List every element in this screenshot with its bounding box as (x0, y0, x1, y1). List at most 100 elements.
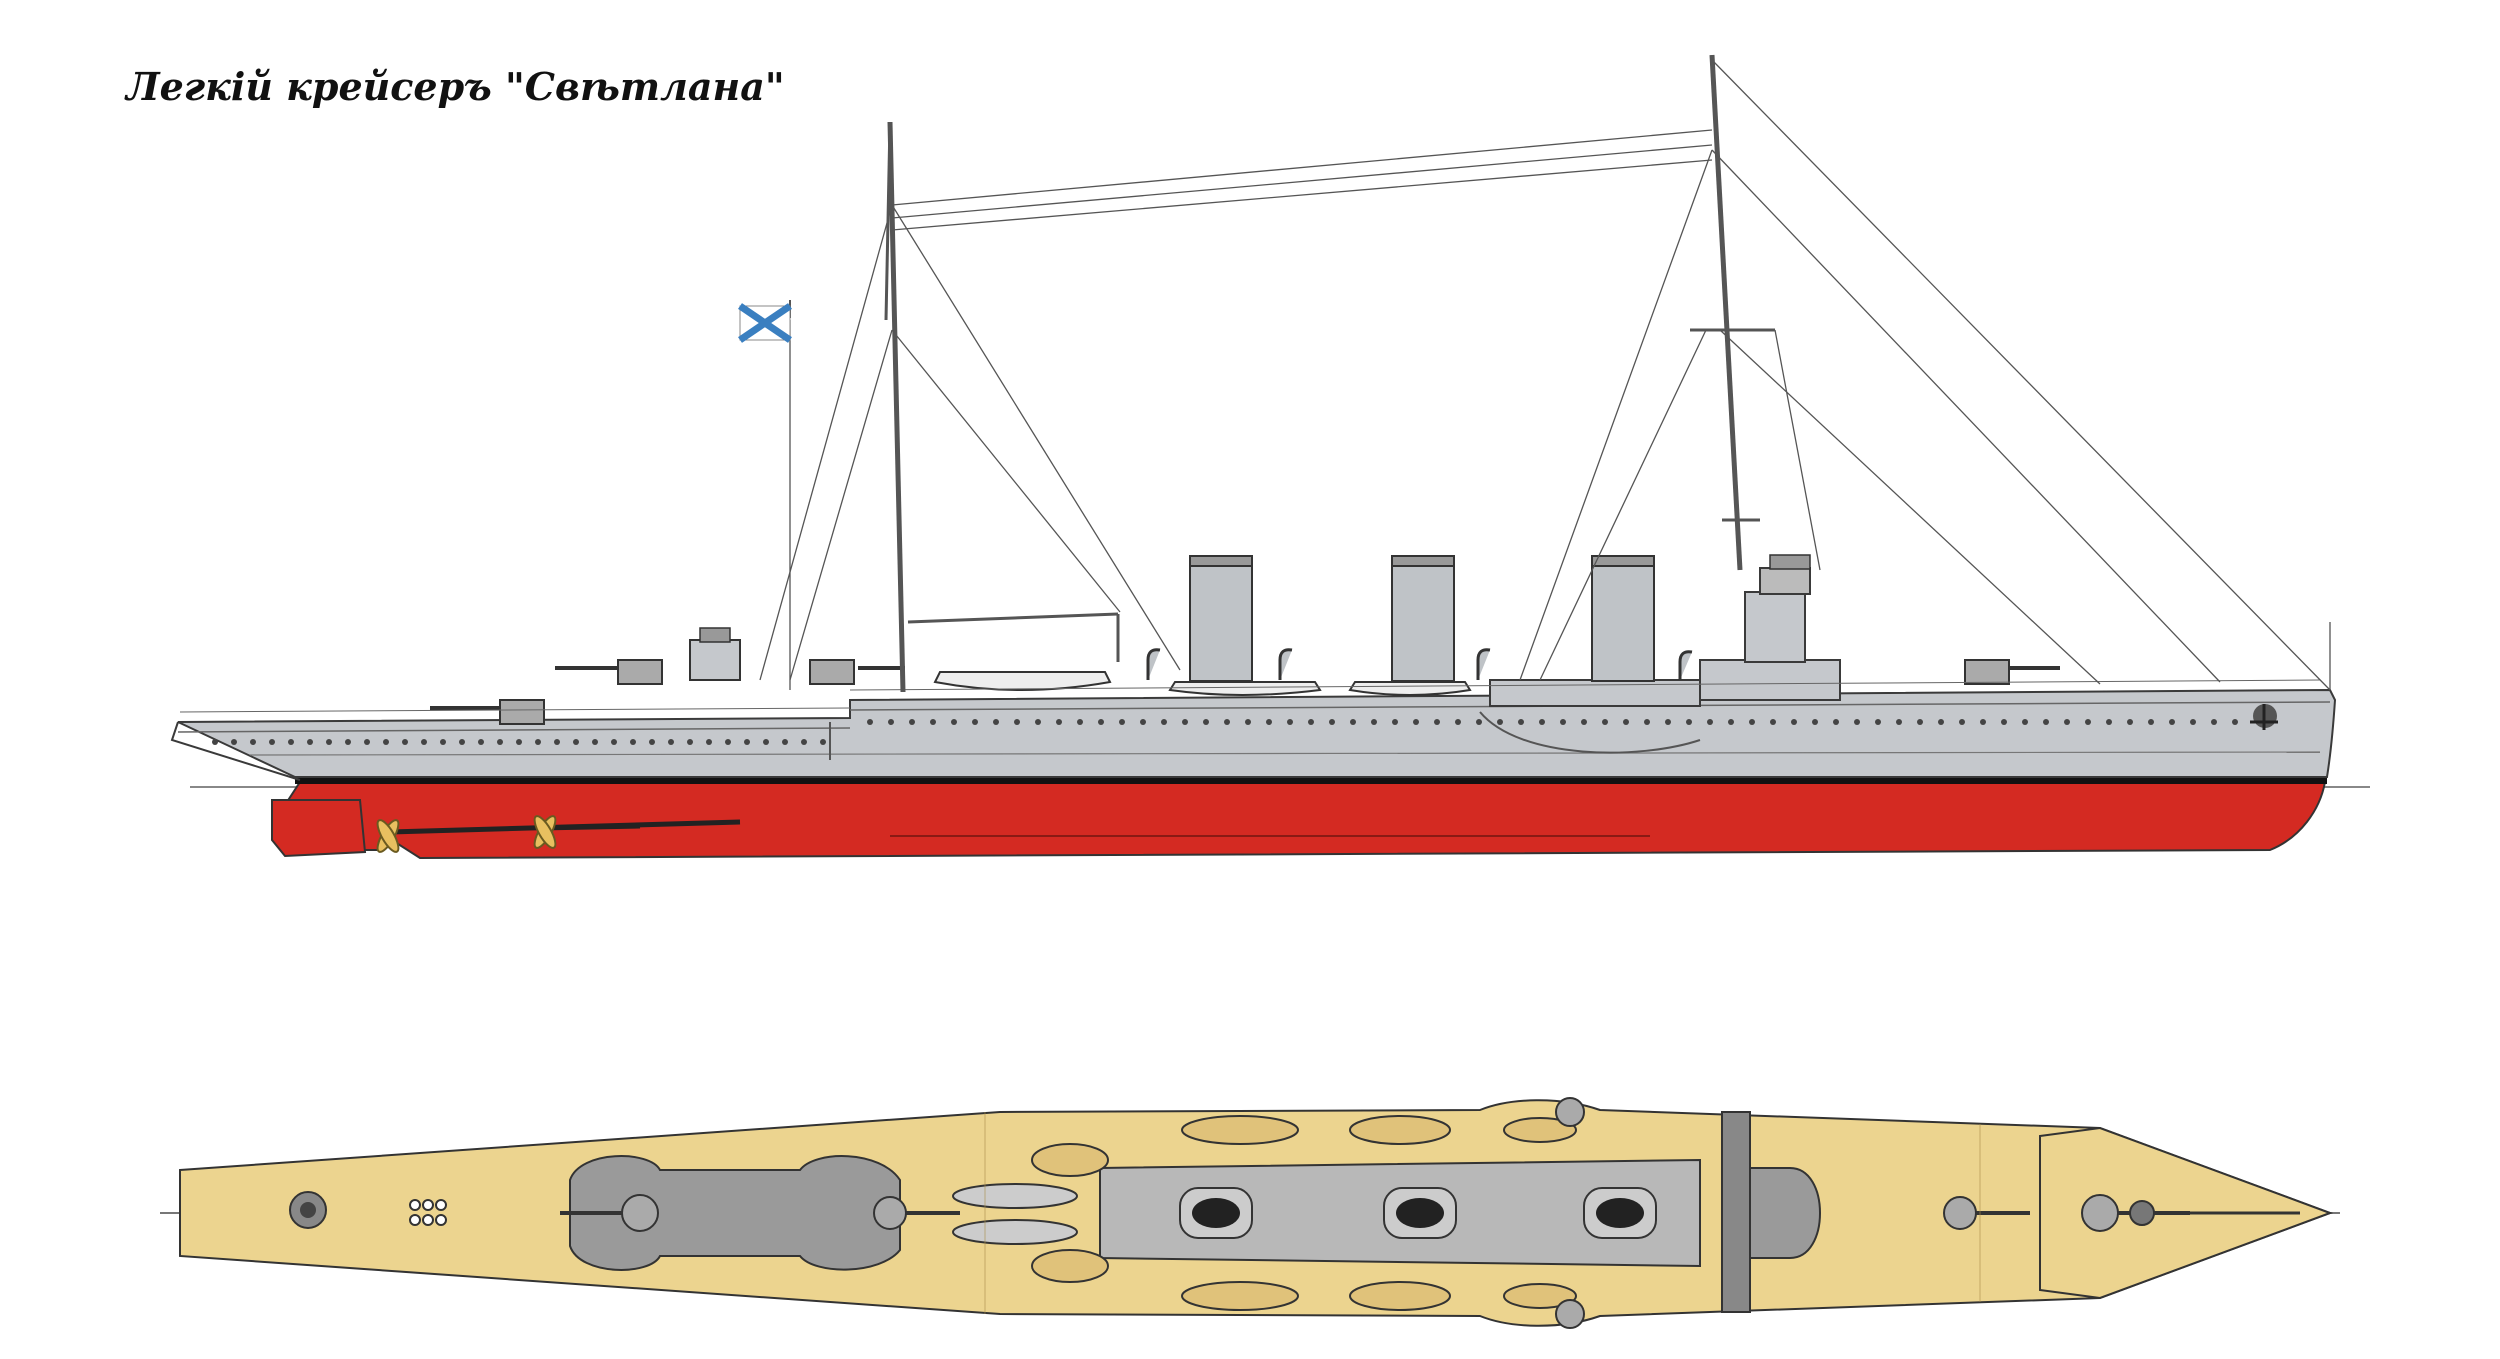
porthole (1686, 719, 1692, 725)
aft-platform (689, 639, 741, 681)
propeller-shaft-2 (539, 823, 641, 831)
bridge-base (1744, 591, 1806, 663)
porthole (1980, 719, 1986, 725)
forward-superstructure (1699, 659, 1841, 701)
gun-turret-icon (621, 1097, 2119, 1329)
porthole (440, 739, 446, 745)
porthole (2001, 719, 2007, 725)
propeller-icon (533, 815, 557, 849)
anchor-icon (2129, 1200, 2300, 1226)
porthole (345, 739, 351, 745)
porthole (1896, 719, 1902, 725)
funnel-icon (1391, 555, 1455, 682)
porthole (2211, 719, 2217, 725)
porthole (573, 739, 579, 745)
porthole (888, 719, 894, 725)
porthole (1770, 719, 1776, 725)
porthole (2043, 719, 2049, 725)
porthole (1665, 719, 1671, 725)
porthole (2106, 719, 2112, 725)
porthole (1938, 719, 1944, 725)
porthole (1812, 719, 1818, 725)
porthole (1854, 719, 1860, 725)
porthole (763, 739, 769, 745)
porthole (687, 739, 693, 745)
porthole (307, 739, 313, 745)
porthole (2190, 719, 2196, 725)
porthole (1287, 719, 1293, 725)
porthole (1917, 719, 1923, 725)
porthole (1581, 719, 1587, 725)
porthole (1056, 719, 1062, 725)
porthole (1455, 719, 1461, 725)
deck-railing (179, 707, 851, 713)
porthole (801, 739, 807, 745)
porthole (326, 739, 332, 745)
porthole (1602, 719, 1608, 725)
aft-superstructure-plan (569, 1155, 901, 1271)
porthole (1035, 719, 1041, 725)
hull-belt-line (249, 751, 2321, 756)
porthole (820, 739, 826, 745)
funnel-icon (1383, 1187, 1457, 1239)
armored-bulge (1479, 711, 1701, 754)
gun-turret-icon (809, 659, 905, 685)
hull-underwater (280, 781, 2327, 860)
porthole (1959, 719, 1965, 725)
porthole (1266, 719, 1272, 725)
porthole (231, 739, 237, 745)
gun-turret-icon (430, 699, 545, 725)
lifeboat-icon (1031, 1115, 1577, 1311)
midship-deckhouse (1489, 679, 1701, 707)
porthole (1623, 719, 1629, 725)
bridge-top (1759, 567, 1811, 595)
deck-railing (849, 679, 2321, 691)
gun-turret-icon (1964, 659, 2060, 685)
lifeboat-icon (1348, 681, 1472, 696)
porthole (1077, 719, 1083, 725)
ventilator (1678, 650, 1693, 680)
porthole (554, 739, 560, 745)
porthole (1203, 719, 1209, 725)
porthole (649, 739, 655, 745)
porthole (478, 739, 484, 745)
main-mast (887, 121, 906, 693)
porthole (364, 739, 370, 745)
porthole (1728, 719, 1734, 725)
porthole (2064, 719, 2070, 725)
porthole (611, 739, 617, 745)
funnel-icon (1189, 555, 1253, 682)
porthole (1014, 719, 1020, 725)
porthole (516, 739, 522, 745)
lifeboat-icon (933, 671, 1112, 691)
porthole (630, 739, 636, 745)
lifeboat-icon (952, 1183, 1078, 1245)
porthole (1224, 719, 1230, 725)
porthole (993, 719, 999, 725)
profile-view (170, 54, 2370, 860)
anchor-flukes (2250, 704, 2278, 730)
funnel-icon (1591, 555, 1655, 682)
porthole (1182, 719, 1188, 725)
porthole (1749, 719, 1755, 725)
sheer-line (177, 727, 851, 733)
porthole (2148, 719, 2154, 725)
plan-view (160, 1097, 2340, 1329)
porthole (592, 739, 598, 745)
porthole (1392, 719, 1398, 725)
aft-searchlight (699, 627, 731, 643)
bridge-plan (1749, 1167, 1822, 1259)
porthole (212, 739, 218, 745)
porthole (1245, 719, 1251, 725)
porthole (930, 719, 936, 725)
rudder (271, 799, 367, 858)
porthole (972, 719, 978, 725)
porthole (1413, 719, 1419, 725)
porthole (668, 739, 674, 745)
porthole (402, 739, 408, 745)
porthole (383, 739, 389, 745)
porthole (2127, 719, 2133, 725)
porthole (867, 719, 873, 725)
porthole (1791, 719, 1797, 725)
